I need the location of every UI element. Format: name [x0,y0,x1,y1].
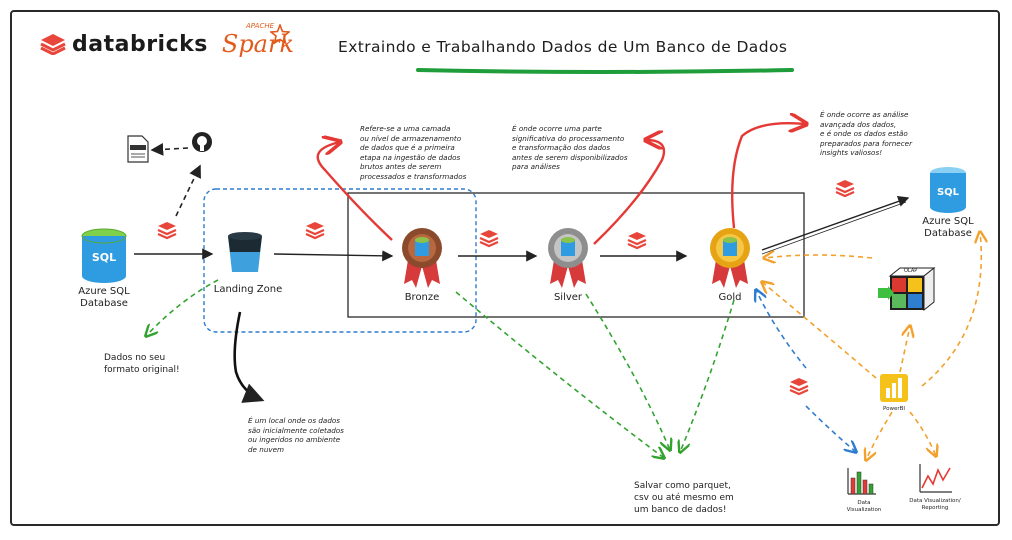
databricks-logo-icon [40,34,66,55]
arrow-landing-to-bronze [273,250,394,262]
arrow-dbx-dataviz-blue [805,405,856,452]
arrow-landing-to-github [175,164,201,217]
spark-superscript: APACHE [246,22,275,30]
dbx-icon-3 [479,230,499,248]
reporting-chart-icon [919,464,952,493]
target-db-icon: SQL [930,167,966,213]
title-underline [416,68,794,74]
data-viz-reporting-label: Data Visualization/ Reporting [909,498,961,511]
arrow-silver-note [593,140,666,245]
arrow-powerbi-gold-1 [762,282,877,379]
data-viz-label: Data Visualization [846,500,882,513]
silver-medal-icon [548,228,588,288]
save-note: Salvar como parquet, csv ou até mesmo em… [634,481,734,515]
svg-text:SQL: SQL [92,251,116,264]
landing-zone-icon [228,232,262,272]
spark-logo-text: Spark [221,30,295,58]
arrow-bronze-note [316,142,393,241]
spark-star-icon [270,24,290,44]
data-viz-icon [847,468,876,495]
silver-label: Silver [553,292,583,303]
arrow-powerbi-olap [899,326,910,373]
arrow-gold-save [680,299,735,452]
landing-zone-box [203,188,477,333]
olap-cube-icon [878,266,936,312]
arrow-landing-original [146,279,219,336]
arrow-gold-note [731,123,806,229]
brand-logo: databricks Spark [40,30,294,58]
github-icon [192,132,212,152]
silver-note: É onde ocorre uma parte significativa do… [512,124,628,171]
bronze-note: Refere-se a uma camada ou nível de armaz… [360,124,467,181]
arrow-dbx-gold-blue [756,290,807,369]
original-format-note: Dados no seu formato original! [104,353,180,375]
landing-zone-label: Landing Zone [213,284,283,295]
arrow-github-to-csv [150,142,189,156]
outer-frame [10,10,1000,526]
source-db-icon: SQL [81,228,127,283]
arrow-gold-to-target-db [761,196,910,251]
dbx-icon-2 [305,222,325,240]
csv-file-icon [127,135,149,163]
source-db-label: Azure SQL Database [78,286,130,309]
dbx-icon-5 [835,180,855,198]
gold-label: Gold [718,292,742,303]
landing-zone-note: É um local onde os dados são inicialment… [248,416,344,454]
arrow-landing-down [233,311,265,403]
page-title: Extraindo e Trabalhando Dados de Um Banc… [338,38,788,56]
powerbi-label: PowerBI [882,406,906,412]
gold-medal-icon [710,228,750,288]
dbx-icon-1 [157,222,177,240]
olap-label: OLAP [904,268,918,274]
dbx-icon-4 [627,232,647,250]
arrow-powerbi-dataviz [866,411,893,460]
brand-name: databricks [72,31,208,57]
arrow-powerbi-reporting [909,411,936,456]
arrow-powerbi-target-db [921,232,981,387]
arrow-olap-gold [764,255,873,258]
svg-text:SQL: SQL [937,187,960,198]
powerbi-icon [880,374,908,402]
bronze-medal-icon [402,228,442,288]
target-db-label: Azure SQL Database [922,216,974,239]
bronze-label: Bronze [404,292,440,303]
dbx-icon-6 [789,378,809,396]
gold-note: É onde ocorre as análise avançada dos da… [820,110,913,157]
